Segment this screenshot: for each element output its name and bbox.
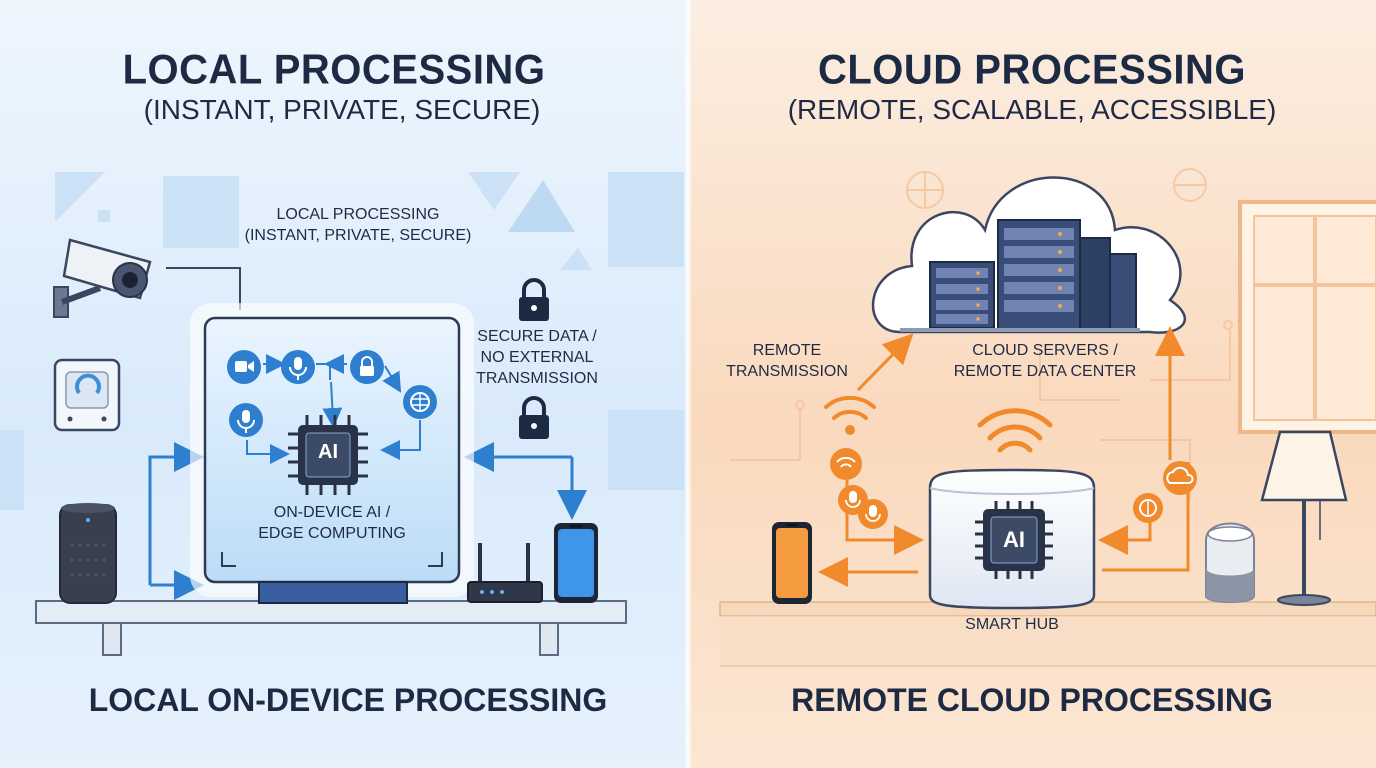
left-decor-shapes	[0, 172, 684, 510]
panel-divider	[684, 0, 692, 768]
lock-icon-bottom	[519, 396, 549, 439]
server-rack-icon	[900, 219, 1140, 332]
smart-hub-device	[928, 468, 1096, 610]
cloud-servers-label: CLOUD SERVERS / REMOTE DATA CENTER	[953, 342, 1137, 380]
left-device-arrows	[148, 442, 587, 600]
left-shelf	[35, 600, 627, 656]
smartphone-right-icon	[772, 522, 812, 604]
brain-badge-icon	[1133, 493, 1163, 523]
router-icon	[467, 543, 543, 603]
ai-chip-icon	[288, 415, 368, 495]
video-camera-icon	[227, 350, 261, 384]
right-title: CLOUD PROCESSING	[817, 46, 1247, 94]
right-decor-circuits	[730, 168, 1233, 500]
left-bottom-label: LOCAL ON-DEVICE PROCESSING	[88, 682, 608, 718]
smart-speaker-right-icon	[1205, 522, 1255, 603]
right-shelf	[719, 601, 1376, 667]
wifi-badge-icon	[830, 448, 862, 480]
remote-transmission-label: REMOTE TRANSMISSION	[726, 342, 848, 380]
left-subtitle: (INSTANT, PRIVATE, SECURE)	[143, 94, 541, 125]
smartphone-icon	[554, 523, 598, 603]
cloud-badge-icon	[1163, 461, 1197, 495]
lock-small-icon	[350, 350, 384, 384]
smart-hub-label: SMART HUB	[965, 616, 1059, 633]
right-ai-chip-label: AI	[1003, 527, 1025, 552]
brain-icon	[403, 385, 437, 419]
security-camera-icon	[53, 238, 241, 318]
lock-icon-top	[519, 278, 549, 321]
right-subtitle: (REMOTE, SCALABLE, ACCESSIBLE)	[787, 94, 1277, 125]
thermostat-icon	[53, 358, 121, 432]
cloud-transmission-arrows	[818, 326, 1190, 587]
window-frame	[1238, 200, 1376, 434]
secure-data-label: SECURE DATA / NO EXTERNAL TRANSMISSION	[476, 328, 598, 387]
smart-speaker-icon	[59, 503, 117, 604]
left-title: LOCAL PROCESSING	[122, 46, 546, 94]
wifi-signal-left-icon	[824, 395, 876, 435]
left-ai-chip-label: AI	[318, 441, 338, 463]
lamp-icon	[1260, 430, 1348, 606]
inner-processing-label: LOCAL PROCESSING (INSTANT, PRIVATE, SECU…	[244, 206, 472, 244]
microphone-badge-icon-2	[858, 499, 888, 529]
edge-computing-label: ON-DEVICE AI / EDGE COMPUTING	[258, 504, 406, 542]
wifi-signal-hub-icon	[977, 408, 1053, 453]
local-ai-device-box	[190, 303, 474, 604]
microphone-icon-2	[229, 403, 263, 437]
right-bottom-label: REMOTE CLOUD PROCESSING	[791, 682, 1273, 718]
microphone-icon	[281, 350, 315, 384]
